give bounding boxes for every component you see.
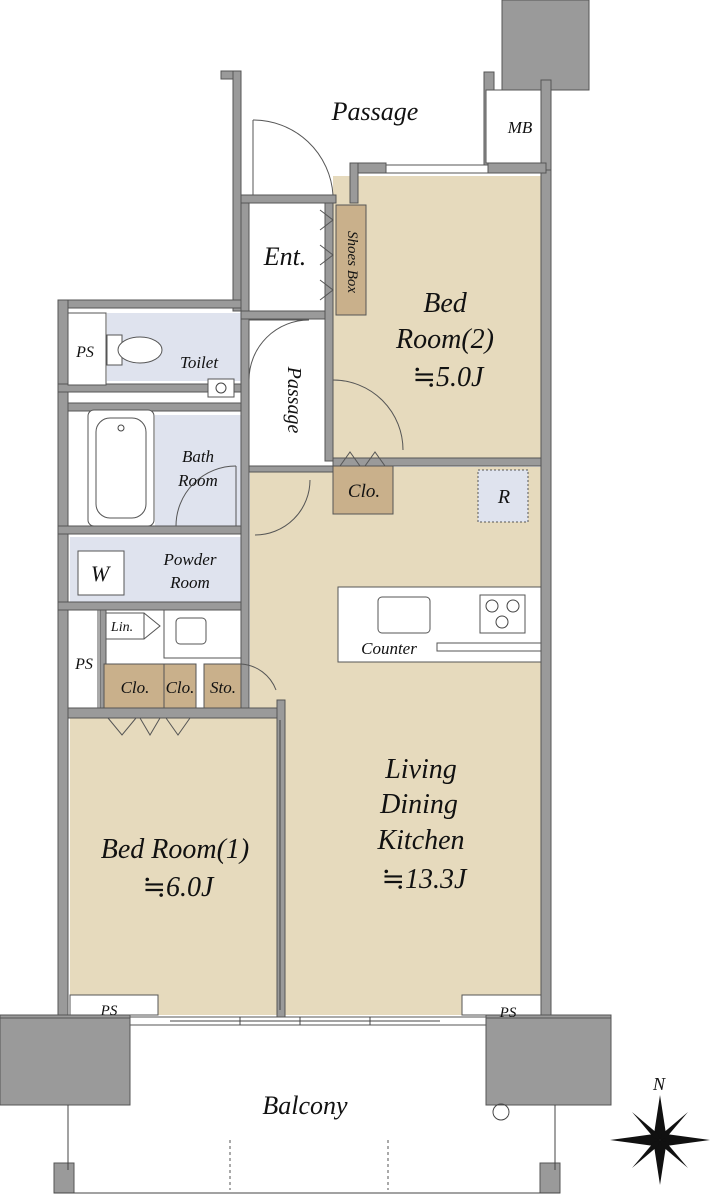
ps-bottom-left-label: PS [100,1003,118,1019]
ps-bottom-right-label: PS [499,1005,517,1021]
counter-label: Counter [361,639,417,658]
linen-label: Lin. [110,620,133,635]
ps-mid-label: PS [74,656,93,673]
bedroom-1-size: ≒6.0J [143,872,215,903]
toilet-label: Toilet [180,353,219,372]
bath-label-line2: Room [177,471,218,490]
ldk-label-line2: Dining [379,789,458,820]
ldk-label-line3: Kitchen [376,825,464,856]
bedroom-2-area [333,176,541,461]
washer-label: W [91,561,111,586]
bedroom-2-size: ≒5.0J [413,362,485,393]
storage-label: Sto. [210,678,236,697]
shoes-box-label: Shoes Box [344,231,360,293]
refrigerator-label: R [497,486,510,508]
bath-label-line1: Bath [182,447,214,466]
passage-inner-label: Passage [283,366,305,434]
mb-label: MB [507,118,533,137]
balcony-label: Balcony [262,1091,348,1120]
bedroom-1-label: Bed Room(1) [101,834,250,865]
passage-top-label: Passage [331,97,419,126]
closet-2-label: Clo. [166,678,195,697]
ent-label: Ent. [263,242,307,271]
north-label: N [652,1074,666,1094]
closet-bedroom2-label: Clo. [348,481,380,502]
ldk-label-line1: Living [384,754,457,785]
bedroom-1-area [70,718,277,1015]
powder-label-line2: Room [169,573,210,592]
closet-1-label: Clo. [121,678,150,697]
ldk-size: ≒13.3J [382,864,468,895]
ldk-area [250,467,541,1015]
compass-icon [610,1095,710,1185]
ps-upper-label: PS [75,344,94,361]
bedroom-2-label-line2: Room(2) [395,324,494,355]
bath-area [155,415,241,526]
bedroom-2-label-line1: Bed [423,288,468,319]
powder-label-line1: Powder [163,550,217,569]
